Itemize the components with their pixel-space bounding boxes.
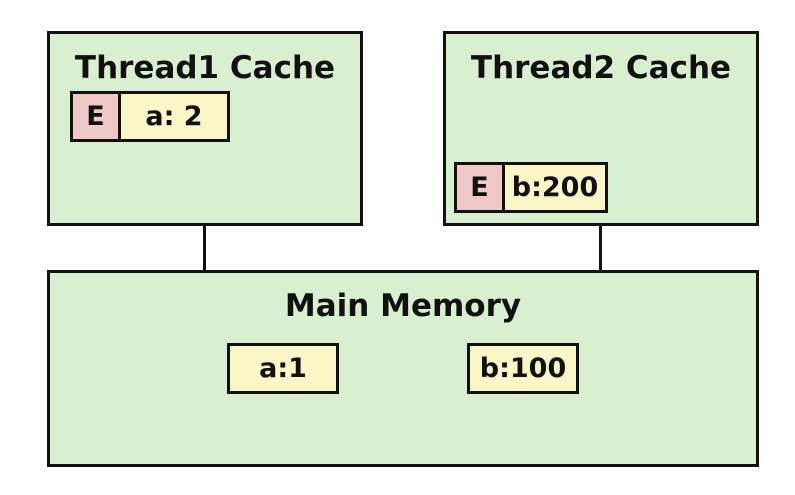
thread1-cache-value: a: 2 (118, 91, 230, 142)
thread1-cache-title: Thread1 Cache (74, 50, 336, 86)
main-memory-cell-a: a:1 (227, 343, 339, 394)
thread1-memory-connector (203, 223, 206, 274)
thread1-cache-state: E (70, 91, 121, 142)
thread2-memory-connector (599, 223, 602, 274)
main-memory-cell-b: b:100 (467, 343, 579, 394)
thread2-cache-title: Thread2 Cache (470, 50, 732, 86)
thread2-cache-value: b:200 (502, 162, 608, 213)
thread2-cache-state: E (454, 162, 505, 213)
main-memory: Main Memory (47, 270, 759, 467)
main-memory-title: Main Memory (284, 288, 522, 324)
